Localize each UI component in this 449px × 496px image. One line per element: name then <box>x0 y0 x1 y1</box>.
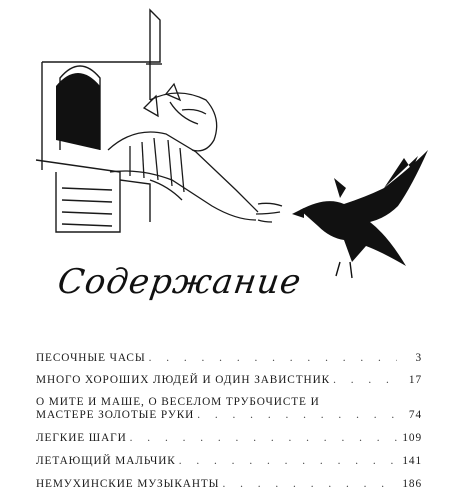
toc-entry-title: МНОГО ХОРОШИХ ЛЮДЕЙ И ОДИН ЗАВИСТНИК <box>36 374 331 386</box>
toc-dot-leader <box>130 432 397 445</box>
toc-page-number: 74 <box>408 409 422 421</box>
crow-drawing <box>292 150 428 279</box>
toc-page-number: 3 <box>415 352 422 364</box>
toc-entry-4[interactable]: ЛЕГКИЕ ШАГИ 109 <box>36 432 422 445</box>
toc-entry-1[interactable]: ПЕСОЧНЫЕ ЧАСЫ 3 <box>36 352 422 365</box>
toc-entry-6[interactable]: НЕМУХИНСКИЕ МУЗЫКАНТЫ 186 <box>36 478 422 491</box>
toc-entry-title-line1: О МИТЕ И МАШЕ, О ВЕСЕЛОМ ТРУБОЧИСТЕ И <box>36 396 320 408</box>
toc-dot-leader <box>149 352 397 365</box>
toc-entry-5[interactable]: ЛЕТАЮЩИЙ МАЛЬЧИК 141 <box>36 455 422 468</box>
toc-entry-title: ПЕСОЧНЫЕ ЧАСЫ <box>36 352 146 364</box>
toc-entry-title-line2: МАСТЕРЕ ЗОЛОТЫЕ РУКИ <box>36 409 195 421</box>
toc-page-number: 141 <box>402 455 422 467</box>
toc-page-number: 17 <box>408 374 422 386</box>
toc-page-number: 186 <box>402 478 422 490</box>
toc-dot-leader <box>333 374 397 387</box>
girl-figure-drawing <box>107 82 283 223</box>
toc-dot-leader <box>222 478 397 491</box>
toc-dot-leader <box>179 455 397 468</box>
toc-entry-2[interactable]: МНОГО ХОРОШИХ ЛЮДЕЙ И ОДИН ЗАВИСТНИК 17 <box>36 374 422 387</box>
castle-tower-drawing <box>35 8 162 233</box>
toc-entry-title: ЛЕТАЮЩИЙ МАЛЬЧИК <box>36 455 176 467</box>
toc-entry-title: НЕМУХИНСКИЕ МУЗЫКАНТЫ <box>36 478 220 490</box>
toc-entry-title: ЛЕГКИЕ ШАГИ <box>36 432 127 444</box>
arched-window <box>56 73 100 150</box>
table-of-contents: ПЕСОЧНЫЕ ЧАСЫ 3 МНОГО ХОРОШИХ ЛЮДЕЙ И ОД… <box>36 352 422 491</box>
toc-dot-leader <box>197 409 397 422</box>
toc-entry-3[interactable]: О МИТЕ И МАШЕ, О ВЕСЕЛОМ ТРУБОЧИСТЕ И МА… <box>36 396 422 422</box>
toc-page-number: 109 <box>402 432 422 444</box>
illustration-girl-and-crow <box>35 8 428 279</box>
contents-heading: Содержание <box>55 262 305 302</box>
